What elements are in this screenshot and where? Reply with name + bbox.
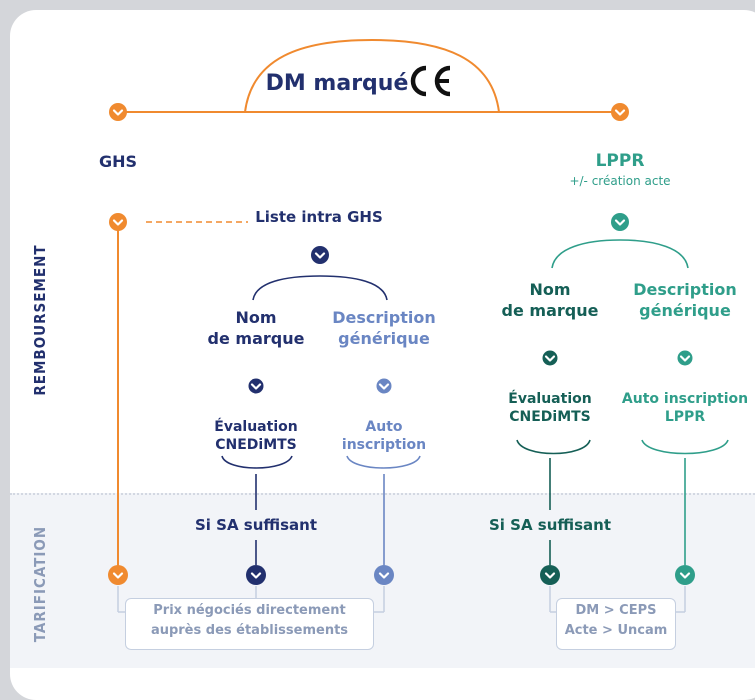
ghs-description: Description générique <box>332 308 435 350</box>
dm-arch <box>244 38 500 113</box>
lppr-desc-line-1: Description <box>633 280 737 299</box>
lppr-description: Description générique <box>633 280 736 322</box>
ghs-nom-chevron-icon <box>248 378 264 394</box>
ce-mark-icon <box>410 65 451 97</box>
lppr-nom-marque: Nom de marque <box>502 280 599 322</box>
diagram-root: DM marqué REMBOURSEMENT TARIFICATION GHS… <box>10 10 755 700</box>
lppr-nom-line-2: de marque <box>501 300 599 320</box>
lppr-auto-line-1: Auto inscription <box>621 391 749 407</box>
dm-title: DM marqué <box>265 71 409 96</box>
lppr-auto-chevron-icon <box>675 565 695 585</box>
lppr-box-line-2: Acte > Uncam <box>564 623 668 638</box>
ghs-tarif-box: Prix négociés directement auprès des éta… <box>125 598 374 650</box>
lppr-chevron-icon <box>611 213 629 231</box>
lppr-bracket <box>551 239 689 269</box>
lppr-sa-chevron-icon <box>540 565 560 585</box>
ghs-evaluation: Évaluation CNEDiMTS <box>214 418 297 454</box>
ghs-auto-inscription: Auto inscription <box>342 418 426 454</box>
ghs-box-line-1: Prix négociés directement <box>153 603 346 618</box>
ghs-auto-line-1: Auto <box>365 419 403 435</box>
remboursement-label: REMBOURSEMENT <box>31 244 49 396</box>
lppr-title: LPPR <box>595 151 645 171</box>
tarification-label: TARIFICATION <box>31 525 49 643</box>
ghs-nom-line-1: Nom <box>235 308 277 327</box>
lppr-si-sa: Si SA suffisant <box>488 516 612 534</box>
top-right-chevron-icon <box>611 103 629 121</box>
ghs-auto-arc <box>346 455 421 469</box>
ghs-bottom-chevron-icon <box>108 565 128 585</box>
lppr-auto-arc <box>641 439 729 455</box>
lppr-evaluation: Évaluation CNEDiMTS <box>508 390 591 426</box>
lppr-auto-inscription: Auto inscription LPPR <box>622 390 748 426</box>
connector-lines <box>108 38 729 613</box>
lppr-nom-chevron-icon <box>542 350 558 366</box>
ghs-eval-line-2: CNEDiMTS <box>215 437 297 454</box>
ghs-eval-line-1: Évaluation <box>214 419 298 435</box>
ghs-eval-arc <box>221 455 293 469</box>
ghs-box-line-2: auprès des établissements <box>150 623 349 638</box>
ghs-title: GHS <box>98 152 138 171</box>
section-separator <box>10 493 755 495</box>
ghs-desc-line-2: générique <box>338 328 430 348</box>
lppr-desc-line-2: générique <box>639 300 731 320</box>
ghs-nom-line-2: de marque <box>207 328 305 348</box>
ghs-chevron-icon <box>109 213 127 231</box>
lppr-box-line-1: DM > CEPS <box>575 603 657 618</box>
lppr-eval-line-2: CNEDiMTS <box>509 409 591 426</box>
lppr-eval-line-1: Évaluation <box>508 391 592 407</box>
liste-chevron-icon <box>311 246 329 264</box>
lppr-eval-arc <box>516 439 591 455</box>
lppr-tarif-box: DM > CEPS Acte > Uncam <box>556 598 676 650</box>
ghs-auto-chevron-icon <box>374 565 394 585</box>
ghs-bracket <box>252 275 388 301</box>
lppr-nom-line-1: Nom <box>529 280 571 299</box>
ghs-desc-line-1: Description <box>332 308 436 327</box>
lppr-desc-chevron-icon <box>677 350 693 366</box>
ghs-nom-marque: Nom de marque <box>208 308 305 350</box>
ghs-desc-chevron-icon <box>376 378 392 394</box>
top-left-chevron-icon <box>109 103 127 121</box>
ghs-si-sa: Si SA suffisant <box>194 516 318 534</box>
liste-intra-ghs: Liste intra GHS <box>255 208 383 226</box>
lppr-subtitle: +/- création acte <box>569 174 671 188</box>
ghs-auto-line-2: inscription <box>341 437 427 454</box>
lppr-auto-line-2: LPPR <box>664 409 706 426</box>
ghs-sa-chevron-icon <box>246 565 266 585</box>
